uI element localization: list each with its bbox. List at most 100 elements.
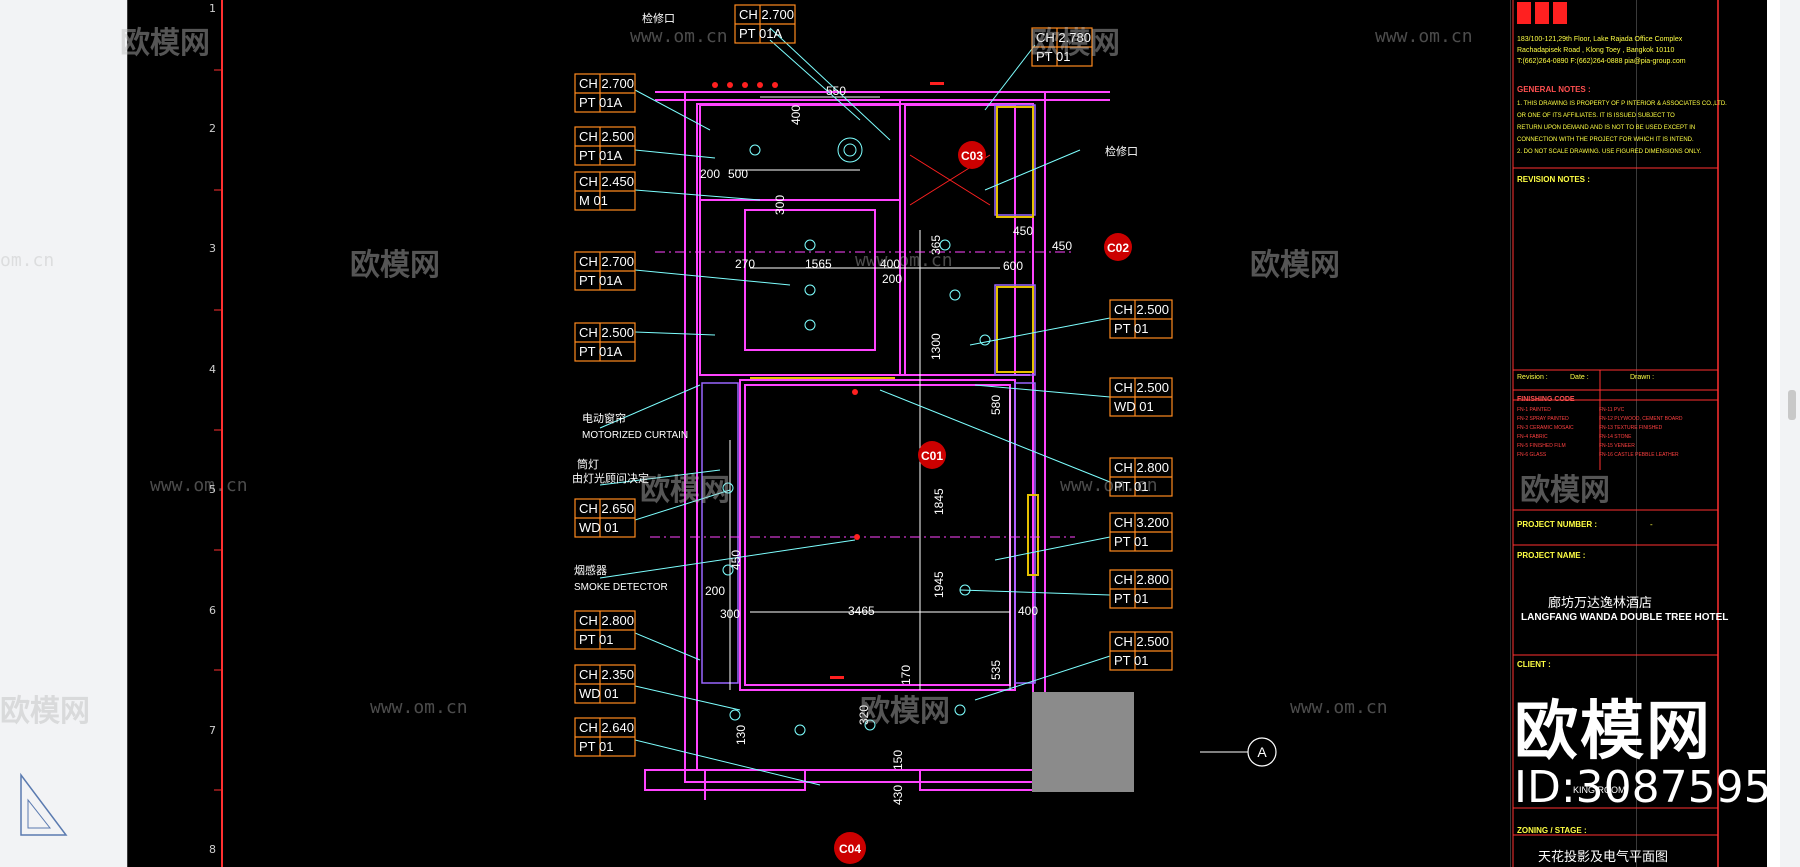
finish-tag: PT 01 <box>1114 591 1148 606</box>
client-label: CLIENT : <box>1517 660 1551 669</box>
ch-tag: CH 2.800 <box>1114 572 1169 587</box>
finish-tag: PT 01A <box>579 95 622 110</box>
watermark-brand: 欧模网 <box>350 248 440 283</box>
finish-tag: PT 01 <box>579 739 613 754</box>
watermark-url: www.om.cn <box>855 250 953 271</box>
row-label: 5 <box>209 483 216 496</box>
section-marker-c03: C03 <box>958 141 986 169</box>
dimension-texts: 550 400 200 500 300 270 1565 400 450 600… <box>700 84 1072 805</box>
finish-tag: PT 01A <box>579 148 622 163</box>
ch-tag: CH 2.500 <box>579 129 634 144</box>
zoning-label: ZONING / STAGE : <box>1517 826 1587 835</box>
dimension-text: 535 <box>989 660 1003 680</box>
ch-tag: CH 2.700 <box>579 76 634 91</box>
section-label: C03 <box>961 149 983 163</box>
note-line: RETURN UPON DEMAND AND IS NOT TO BE USED… <box>1517 125 1696 131</box>
watermark-url: www.om.cn <box>1060 475 1158 496</box>
watermark-brand: 欧模网 <box>0 694 90 729</box>
dimension-text: 500 <box>728 167 748 181</box>
watermark-url: www.om.cn <box>370 697 468 718</box>
room-label: KING ROOM <box>1573 785 1626 795</box>
section-marker-c02: C02 <box>1104 233 1132 261</box>
watermark-brand: 欧模网 <box>1250 248 1340 283</box>
annotation-text: 烟感器 <box>574 563 607 577</box>
dimension-text: 580 <box>989 395 1003 415</box>
watermark-brand: 欧模网 <box>860 694 950 729</box>
address-line: Rachadapisek Road , Klong Toey , Bangkok… <box>1517 47 1675 54</box>
dimension-text: 450 <box>1013 224 1033 238</box>
row-label: 3 <box>209 242 216 255</box>
finishing-code-label: FINISHING CODE <box>1517 396 1575 403</box>
section-marker-c01: C01 <box>918 441 946 469</box>
project-number-label: PROJECT NUMBER : <box>1517 520 1598 529</box>
finish-tag: PT 01 <box>1114 534 1148 549</box>
leader-lines <box>599 27 1111 786</box>
finish-cell: FN-14 STONE <box>1599 434 1632 440</box>
annotation-text: 筒灯 <box>577 457 599 471</box>
finish-tag: PT 01 <box>1036 49 1070 64</box>
company-logo <box>1517 2 1567 24</box>
finish-row: FN-4 FABRIC FN-14 STONE <box>1517 433 1715 442</box>
light-fixtures <box>722 137 991 736</box>
finish-cell: FN-6 GLASS <box>1517 452 1547 458</box>
ch-tag: CH 2.500 <box>1114 302 1169 317</box>
tags-right <box>1109 299 1173 671</box>
ruler-ticks <box>214 69 222 791</box>
annotation-text: 由灯光顾问决定 <box>572 471 649 485</box>
finish-cell: FN-15 VENEER <box>1599 443 1635 449</box>
dimension-text: 1300 <box>929 333 943 360</box>
finish-cell: FN-11 PVC <box>1599 407 1625 413</box>
finish-tag: PT 01 <box>1114 321 1148 336</box>
revision-notes-label: REVISION NOTES : <box>1517 175 1590 184</box>
section-label: C01 <box>921 449 943 463</box>
red-accents <box>712 82 944 679</box>
finish-tag: WD 01 <box>579 520 619 535</box>
row-label: 4 <box>209 363 216 376</box>
tags-left-text: CH 2.700 PT 01A CH 2.500 PT 01A CH 2.450… <box>579 76 634 754</box>
date-label: Date : <box>1570 374 1589 381</box>
dimension-text: 150 <box>891 750 905 770</box>
ch-tag: CH 2.700 <box>579 254 634 269</box>
watermark-url: www.om.cn <box>150 475 248 496</box>
inner-structure <box>701 104 1036 684</box>
dimension-text: 130 <box>734 725 748 745</box>
note-line: CONNECTION WITH THE PROJECT FOR WHICH IT… <box>1517 137 1694 143</box>
dimension-text: 300 <box>720 607 740 621</box>
general-notes: 1. THIS DRAWING IS PROPERTY OF P INTERIO… <box>1517 98 1727 158</box>
dimension-text: 200 <box>705 584 725 598</box>
revision-label: Revision : <box>1517 374 1548 381</box>
ch-tag: CH 2.650 <box>579 501 634 516</box>
watermark-url: www.om.cn <box>1290 697 1388 718</box>
grey-placeholder <box>1032 692 1134 792</box>
watermark-brand: 欧模网 <box>120 26 210 61</box>
annotation-text: 检修口 <box>642 11 675 25</box>
title-block-address: 183/100-121,29th Floor, Lake Rajada Offi… <box>1517 34 1717 67</box>
scrollbar-thumb[interactable] <box>1788 390 1796 420</box>
watermark-brand: 欧模网 <box>1520 473 1610 508</box>
cad-canvas[interactable]: 1 2 3 4 5 6 7 8 <box>127 0 1767 867</box>
annotation-text: 电动窗帘 <box>582 411 626 425</box>
project-number-value: - <box>1650 520 1653 529</box>
dimension-text: 1845 <box>932 488 946 515</box>
dimension-text: 400 <box>789 105 803 125</box>
tags-left <box>574 73 636 757</box>
project-name-cn: 廊坊万达逸林酒店 <box>1548 595 1653 610</box>
right-scrollbar[interactable] <box>1780 0 1800 867</box>
drawn-label: Drawn : <box>1630 374 1655 381</box>
ch-tag: CH 2.780 <box>1036 30 1091 45</box>
ch-tag: CH 2.450 <box>579 174 634 189</box>
title-block-frame <box>1512 0 1718 867</box>
tags-right-text: CH 2.500 PT 01 CH 2.500 WD 01 CH 2.800 P… <box>1114 302 1169 668</box>
section-label: C04 <box>839 842 861 856</box>
watermark-id: ID:3087595 <box>1514 762 1772 813</box>
section-label: C02 <box>1107 241 1129 255</box>
finish-cell: FN-13 TEXTURE FINISHED <box>1599 425 1663 431</box>
dimension-text: 365 <box>929 235 943 255</box>
frame-line <box>1510 0 1511 867</box>
ch-tag: CH 2.500 <box>1114 380 1169 395</box>
finish-cell: FN-4 FABRIC <box>1517 434 1548 440</box>
dimension-text: 1945 <box>932 571 946 598</box>
